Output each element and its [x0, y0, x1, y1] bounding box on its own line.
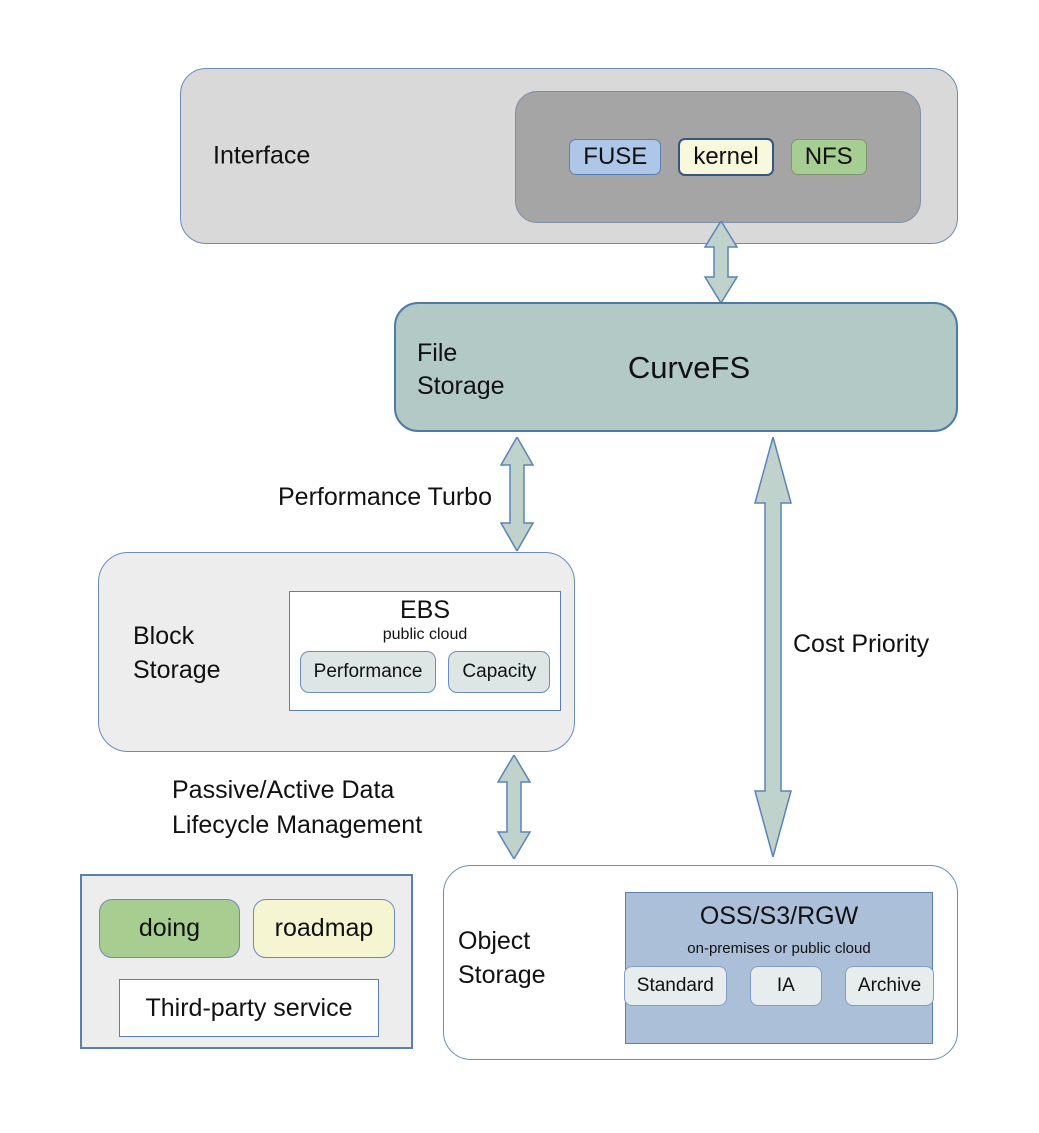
- oss-title: OSS/S3/RGW: [699, 902, 859, 930]
- interface-curvefs-arrow: [703, 221, 739, 303]
- object-storage-label: Object Storage: [458, 927, 546, 989]
- block-object-arrow: [496, 755, 532, 859]
- cost-priority-label: Cost Priority: [793, 630, 930, 658]
- file-storage-label: File Storage: [417, 339, 505, 400]
- legend-third-party-box: Third-party service: [119, 979, 379, 1037]
- capacity-tier-chip: Capacity: [448, 651, 551, 693]
- fuse-module-chip: FUSE: [569, 139, 662, 175]
- ebs-title: EBS: [399, 596, 451, 624]
- ebs-tier-row: Performance Capacity: [299, 651, 551, 693]
- legend-doing-pill: doing: [99, 899, 240, 958]
- curvefs-title: CurveFS: [627, 350, 751, 385]
- standard-tier-chip: Standard: [623, 966, 727, 1006]
- oss-panel: OSS/S3/RGW on-premises or public cloud S…: [623, 892, 935, 1044]
- archive-tier-chip: Archive: [844, 966, 935, 1006]
- interface-layer-label: Interface: [213, 141, 311, 170]
- curvefs-object-arrow: [754, 437, 792, 857]
- performance-turbo-label: Performance Turbo: [278, 483, 492, 511]
- oss-deployment-label: on-premises or public cloud: [687, 940, 871, 957]
- file-storage-box: File Storage CurveFS: [394, 302, 958, 432]
- block-storage-label: Block Storage: [133, 622, 221, 684]
- nfs-module-chip: NFS: [790, 139, 867, 175]
- curvefs-block-arrow: [499, 437, 535, 551]
- ebs-panel: EBS public cloud Performance Capacity: [289, 591, 561, 711]
- lifecycle-management-label: Passive/Active Data Lifecycle Management: [172, 776, 423, 839]
- ebs-deployment-label: public cloud: [382, 626, 468, 643]
- legend-box: doing roadmap Third-party service: [80, 874, 413, 1049]
- interface-layer-box: Interface FUSE kernel NFS: [180, 68, 958, 244]
- interface-modules-panel: FUSE kernel NFS: [515, 91, 921, 223]
- oss-tier-row: Standard IA Archive: [623, 966, 935, 1006]
- ia-tier-chip: IA: [749, 966, 822, 1006]
- performance-tier-chip: Performance: [299, 651, 437, 693]
- object-storage-box: Object Storage OSS/S3/RGW on-premises or…: [443, 865, 958, 1060]
- kernel-module-chip: kernel: [678, 138, 774, 176]
- block-storage-box: Block Storage EBS public cloud Performan…: [98, 552, 575, 752]
- legend-roadmap-pill: roadmap: [253, 899, 395, 958]
